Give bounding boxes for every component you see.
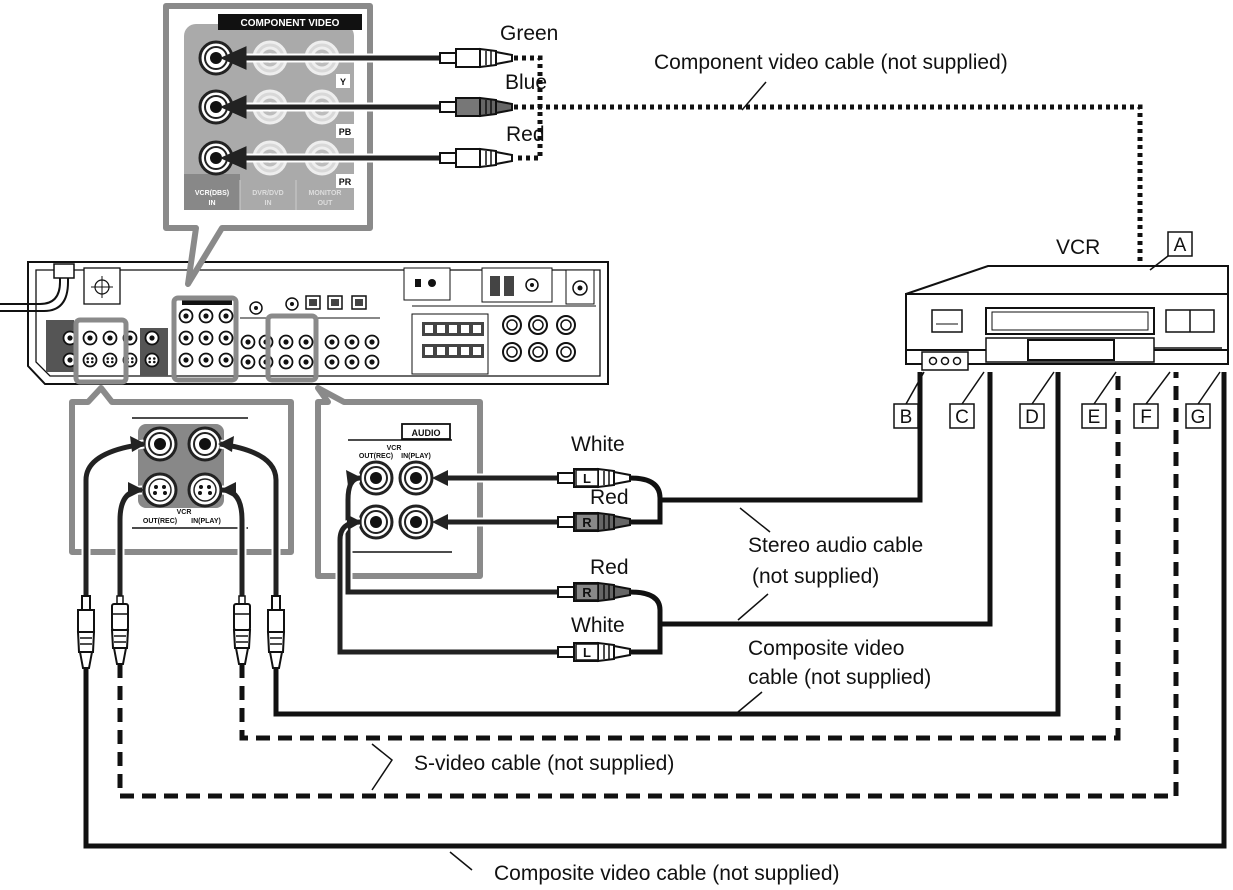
terminal-b: B [893,371,925,429]
plug-blue [439,97,513,117]
plug-letter-r-2: R [582,585,592,600]
label-svideo-cable: S-video cable (not supplied) [414,752,674,775]
label-white-in: White [571,433,625,456]
label-red-out: Red [590,556,629,579]
composite-video-cable-bottom [83,372,1227,849]
component-video-zoom-panel: COMPONENT VIDEO Y PB PR VCR(DBS) IN DVR/… [163,3,373,287]
row-label-y: Y [340,77,346,87]
plug-letter-l-1: L [583,471,591,486]
composite-video-cable-mid [273,372,1061,717]
svg-text:A: A [1174,235,1187,256]
plug-svideo-out [111,595,129,665]
label-stereo-cable-line1: Stereo audio cable [748,534,923,557]
col-label-vcr-line2: IN [209,200,216,207]
label-component-cable: Component video cable (not supplied) [654,51,1008,74]
label-red-component: Red [506,123,545,146]
terminal-e: E [1081,371,1117,429]
component-video-cable [514,55,1143,270]
label-red-in: Red [590,486,629,509]
plug-letter-l-2: L [583,645,591,660]
terminal-d: D [1019,371,1055,429]
svg-text:C: C [955,407,969,428]
highlight-vcr-audio-jacks [265,313,319,383]
label-blue: Blue [505,71,547,94]
label-white-out: White [571,614,625,637]
audio-header-box [401,423,451,440]
audio-header-label: AUDIO [412,428,441,438]
terminal-f: F [1133,371,1171,429]
vcr-video-title: VCR [177,509,192,516]
terminal-c: C [949,371,985,429]
stereo-audio-cable-out [629,372,993,655]
label-stereo-cable-line2: (not supplied) [752,565,879,588]
plug-composite-in [267,595,285,669]
audio-out-label: OUT(REC) [359,453,393,460]
row-label-pb: PB [339,127,352,137]
plug-red-component [439,148,513,168]
plug-svideo-in [233,595,251,665]
audio-in-label: IN(PLAY) [401,453,431,460]
highlight-component-jacks [171,295,239,383]
terminal-g: G [1185,371,1221,429]
col-label-dvr-line2: IN [265,200,272,207]
stereo-audio-cable-in [629,372,923,525]
vcr-device [905,265,1229,371]
receiver-rear-panel [0,261,609,385]
svg-text:B: B [900,407,913,428]
highlight-vcr-video-jacks [73,317,129,385]
plug-letter-r-1: R [582,515,592,530]
svideo-cable-out [117,372,1179,799]
component-video-header-label: COMPONENT VIDEO [241,18,340,29]
col-label-monitor-line2: OUT [318,200,334,207]
vcr-video-out-label: OUT(REC) [143,518,177,525]
col-label-monitor-line1: MONITOR [309,190,342,197]
vcr-label: VCR [1056,236,1100,259]
terminal-a: A [1149,231,1193,271]
component-video-header [218,14,362,30]
svg-text:D: D [1025,407,1039,428]
label-green: Green [500,22,558,45]
svg-text:F: F [1140,407,1152,428]
col-label-dvr-line1: DVR/DVD [252,190,284,197]
label-composite-mid-line2: cable (not supplied) [748,666,931,689]
audio-title: VCR [387,445,402,452]
svg-text:G: G [1191,407,1206,428]
vcr-video-in-label: IN(PLAY) [191,518,221,525]
row-label-pr: PR [339,177,352,187]
col-label-vcr-line1: VCR(DBS) [195,190,229,197]
vcr-video-zoom-panel: VCR OUT(REC) IN(PLAY) [69,385,294,555]
plug-composite-out [77,595,95,669]
label-composite-mid-line1: Composite video [748,637,904,660]
svideo-cable-in [239,372,1121,741]
svg-text:E: E [1088,407,1101,428]
label-composite-bottom: Composite video cable (not supplied) [494,862,840,885]
plug-green [439,48,513,68]
component-arrows [219,46,440,170]
